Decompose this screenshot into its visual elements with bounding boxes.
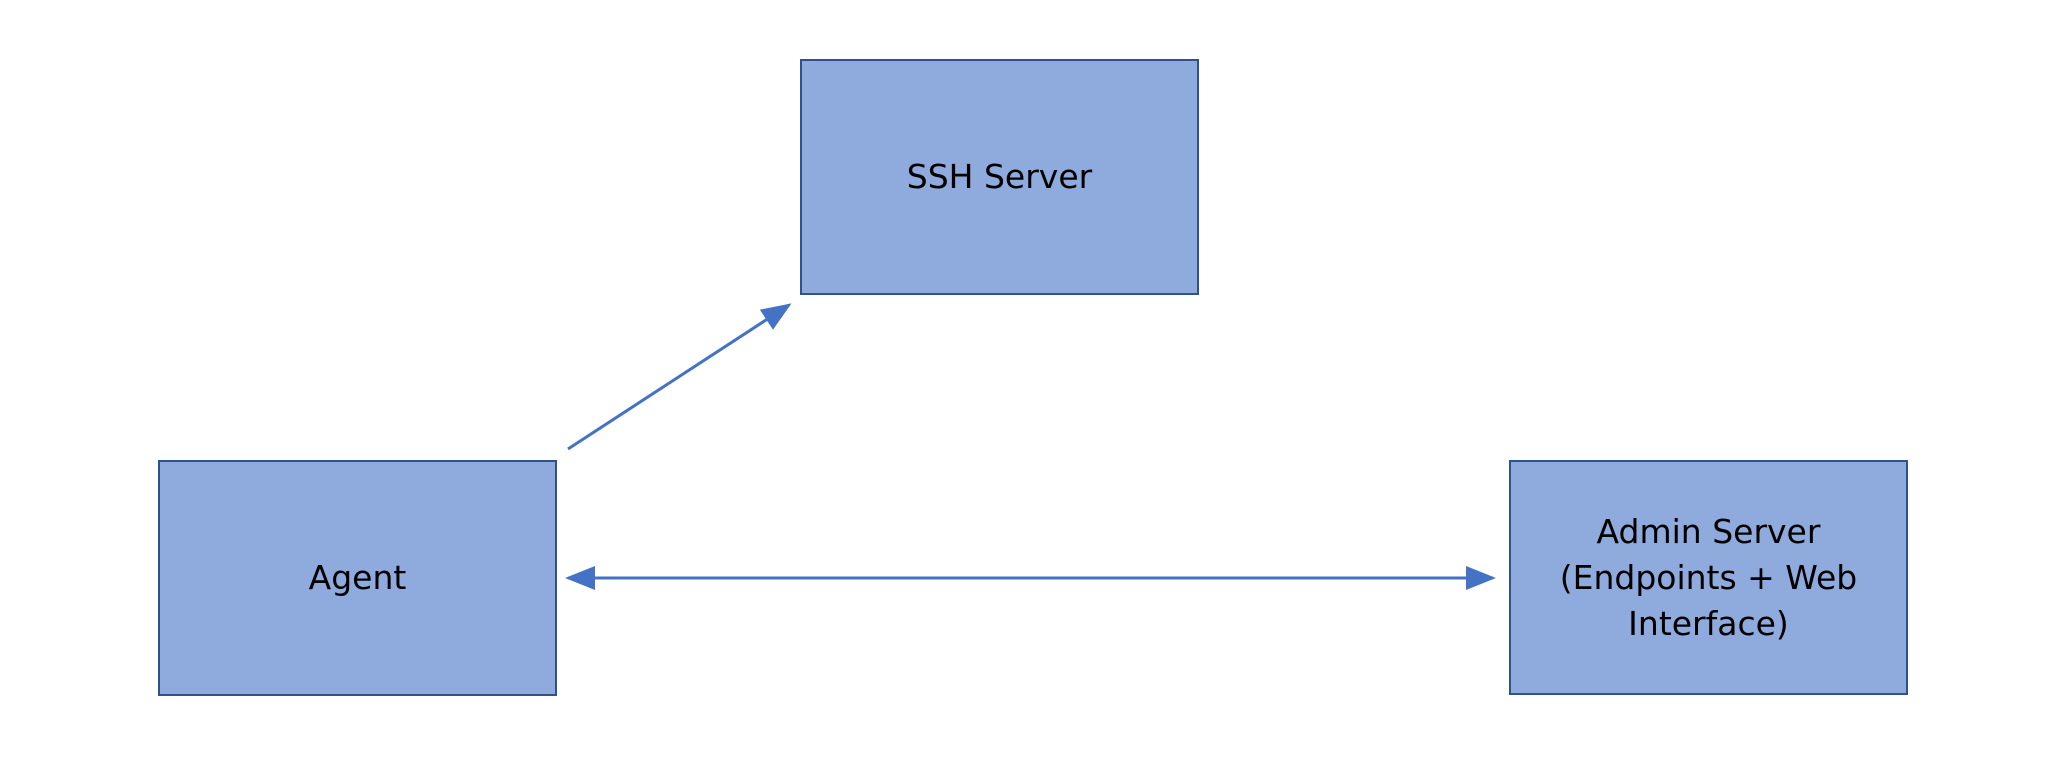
ssh-server-node: SSH Server <box>800 59 1199 295</box>
admin-server-label-line-3: Interface) <box>1628 603 1789 643</box>
agent-node: Agent <box>158 460 557 696</box>
admin-server-node: Admin Server (Endpoints + Web Interface) <box>1509 460 1908 695</box>
admin-server-label: Admin Server (Endpoints + Web Interface) <box>1560 509 1858 647</box>
admin-server-label-line-2: (Endpoints + Web <box>1559 557 1858 597</box>
agent-to-ssh-arrow <box>567 303 792 451</box>
ssh-server-label: SSH Server <box>906 157 1093 196</box>
agent-label: Agent <box>308 558 407 597</box>
admin-server-label-line-1: Admin Server <box>1596 511 1821 551</box>
